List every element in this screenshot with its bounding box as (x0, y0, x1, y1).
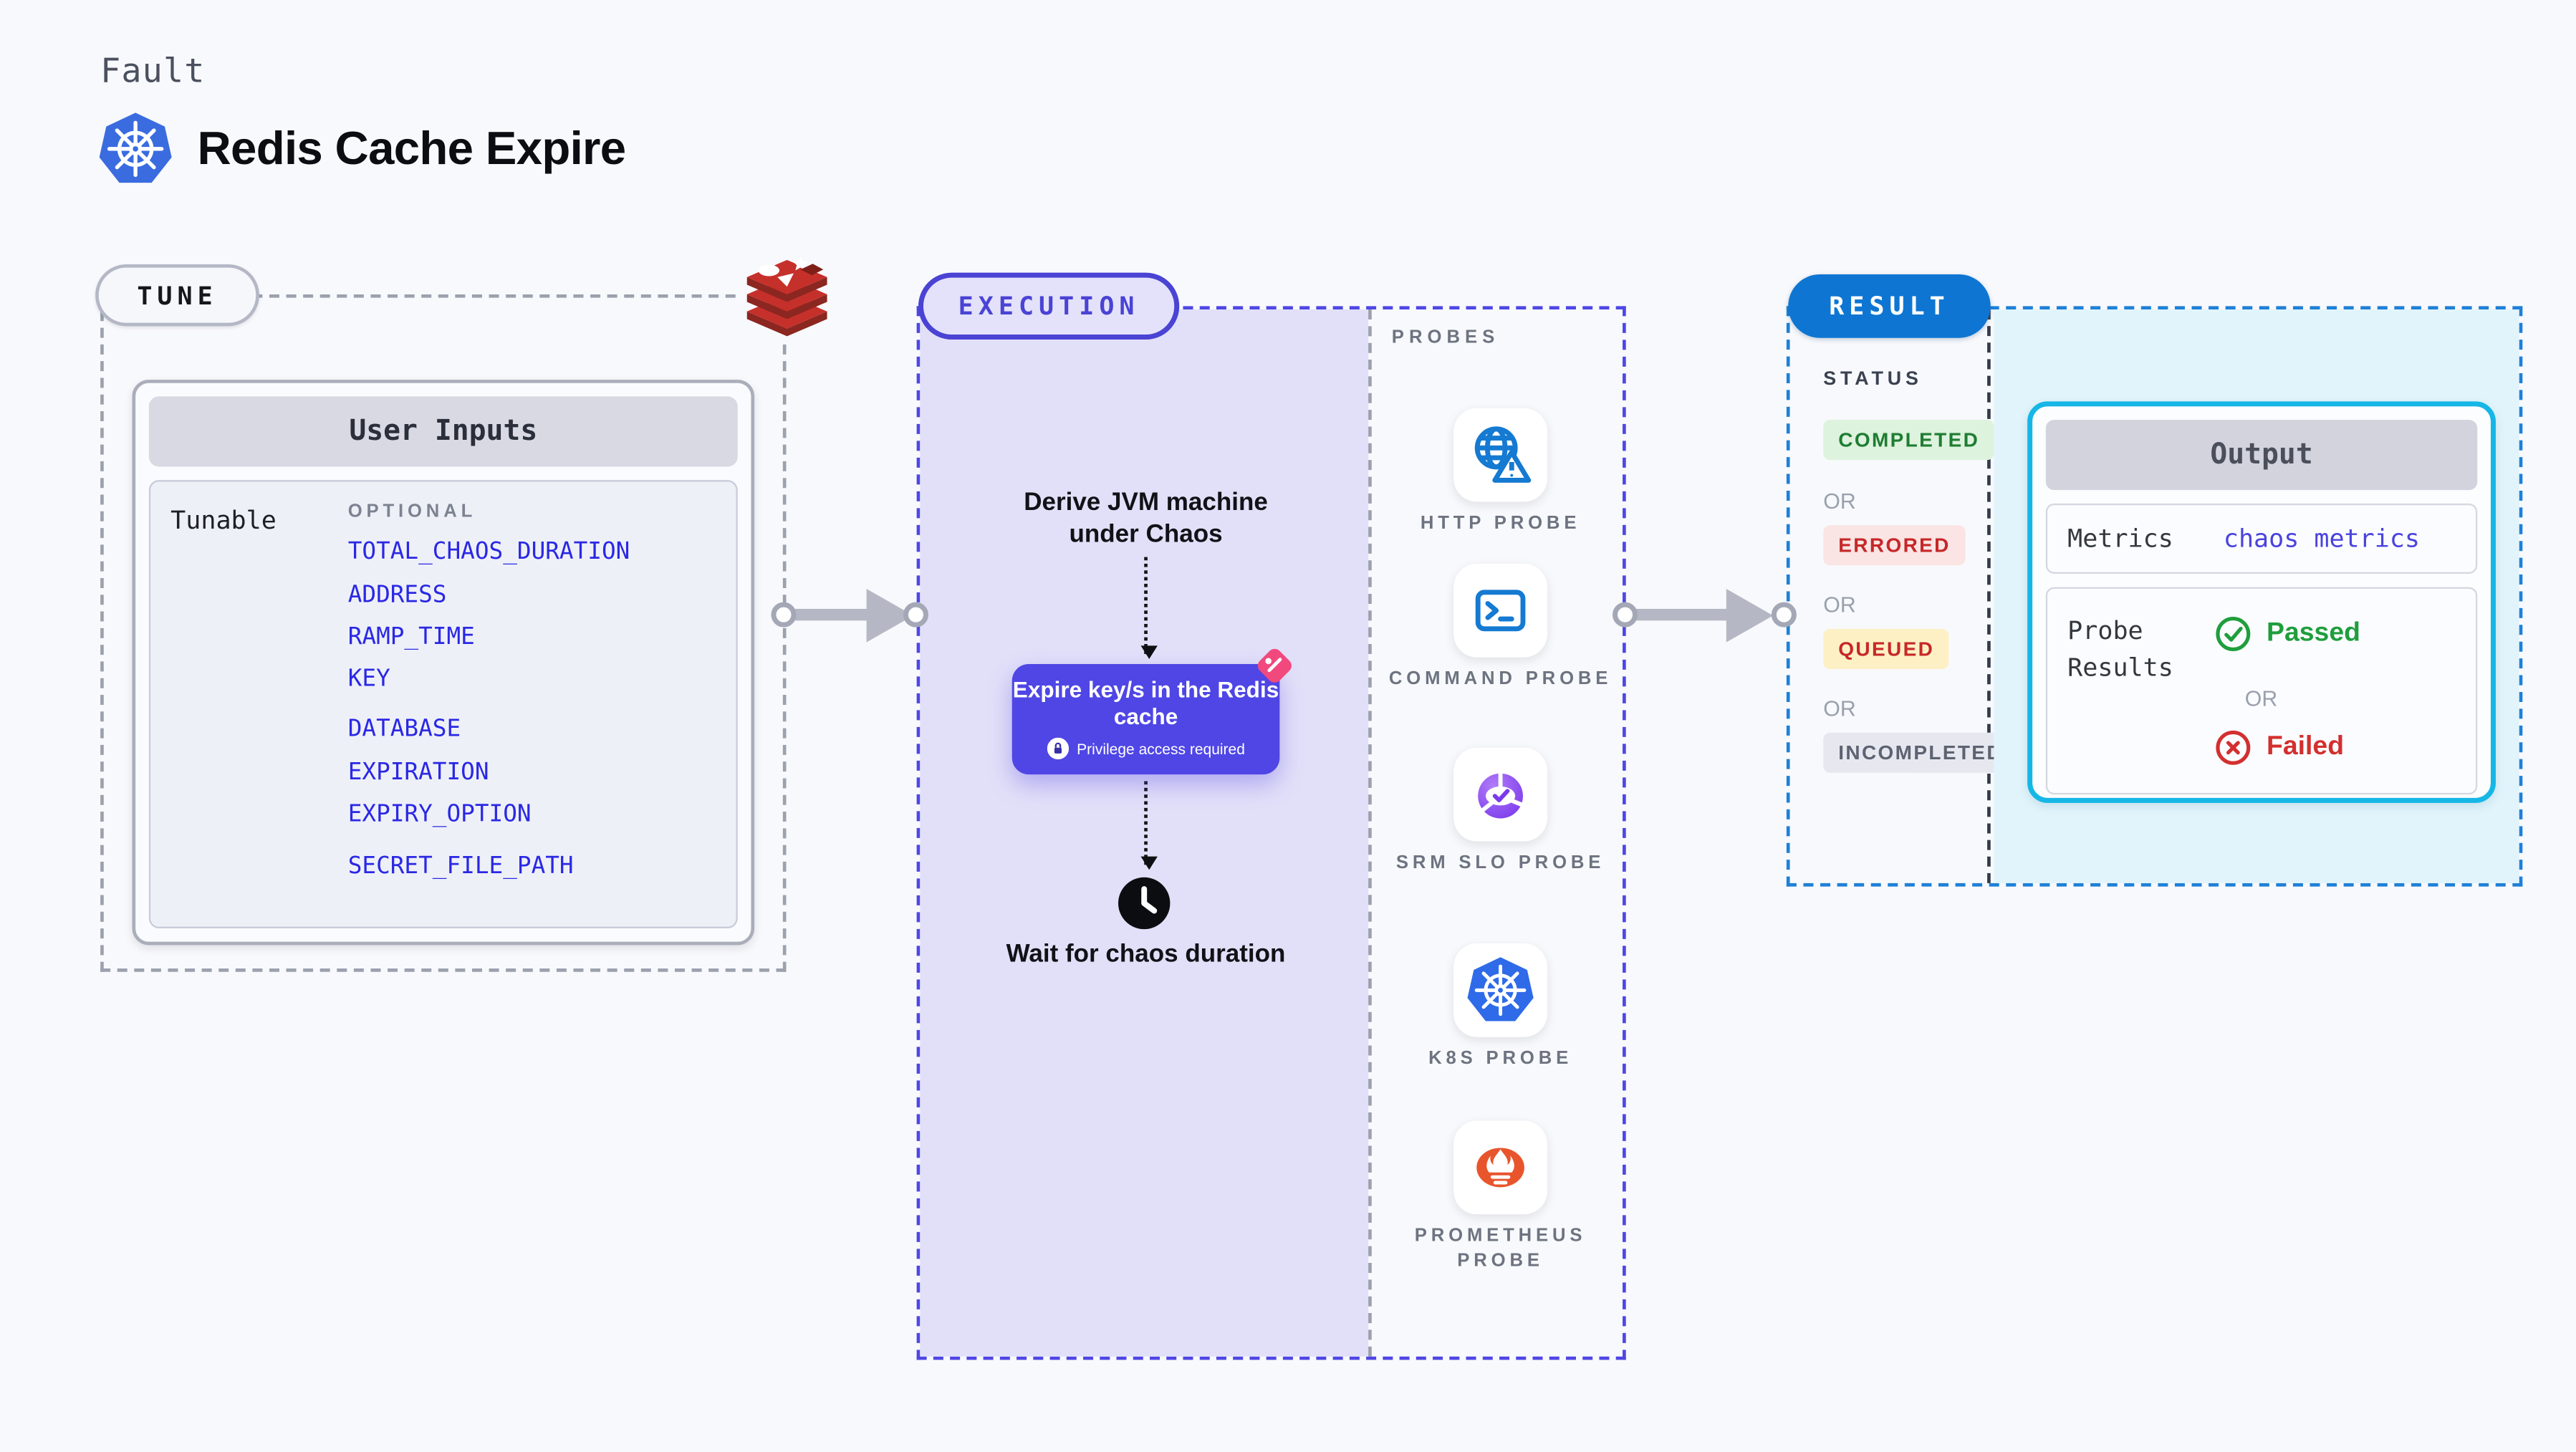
lock-icon (1047, 737, 1069, 760)
connector-dot (1613, 602, 1638, 628)
globe-alert-icon (1474, 426, 1532, 483)
redis-icon (739, 247, 835, 343)
connector-dot (903, 602, 928, 628)
result-badge: RESULT (1788, 274, 1991, 338)
arrow-line (792, 608, 870, 621)
input-expiry-option[interactable]: EXPIRY_OPTION (347, 801, 532, 828)
tune-badge: TUNE (95, 264, 259, 327)
prometheus-probe-label: PROMETHEUS PROBE (1414, 1226, 1587, 1271)
kubernetes-icon (1467, 957, 1534, 1021)
user-inputs-card: User Inputs Tunable OPTIONAL TOTAL_CHAOS… (132, 380, 755, 946)
execution-section-box: Derive JVM machine under Chaos Expire ke… (916, 306, 1626, 1360)
or-label: OR (1823, 696, 1856, 721)
status-badge-errored: ERRORED (1823, 525, 1966, 566)
fault-action-node[interactable]: Expire key/s in the Redis cache Privileg… (1011, 648, 1292, 775)
output-title: Output (2045, 420, 2478, 491)
probe-failed: Failed (2215, 729, 2344, 766)
tunable-panel: Tunable OPTIONAL TOTAL_CHAOS_DURATION AD… (148, 480, 738, 928)
probes-label: PROBES (1391, 327, 1500, 348)
input-database[interactable]: DATABASE (347, 716, 461, 743)
input-expiration[interactable]: EXPIRATION (347, 759, 489, 787)
or-label: OR (1823, 592, 1856, 617)
check-circle-icon (2216, 617, 2251, 651)
flow-connector-down (1140, 557, 1158, 660)
http-probe-label: HTTP PROBE (1420, 513, 1581, 534)
input-address[interactable]: ADDRESS (347, 582, 447, 609)
probes-panel: PROBES HTTP PROBE (1368, 309, 1623, 1357)
failed-label: Failed (2267, 732, 2345, 761)
page-title-row: Redis Cache Expire (97, 110, 627, 187)
srm-slo-probe-card (1453, 747, 1547, 842)
gauge-check-icon (1478, 766, 1523, 819)
derive-step-text: Derive JVM machine under Chaos (1024, 488, 1268, 549)
input-total-chaos-duration[interactable]: TOTAL_CHAOS_DURATION (347, 538, 630, 566)
optional-label: OPTIONAL (347, 501, 477, 522)
metrics-row: Metrics chaos metrics (2045, 503, 2478, 574)
execution-lane (920, 309, 1369, 1357)
x-circle-icon (2216, 730, 2251, 765)
k8s-probe-label: K8S PROBE (1428, 1049, 1573, 1069)
prometheus-probe-card (1453, 1120, 1547, 1215)
tunable-label: Tunable (170, 505, 277, 536)
result-section-box: STATUS COMPLETED OR ERRORED OR QUEUED OR… (1786, 306, 2523, 887)
connector-dot (771, 602, 797, 628)
kubernetes-icon (99, 112, 172, 183)
http-probe-card (1453, 408, 1547, 502)
probe-results-label: Probe Results (2067, 615, 2173, 683)
flow-connector-down (1140, 781, 1158, 870)
execution-badge: EXECUTION (918, 272, 1180, 340)
page-kicker: Fault (100, 50, 206, 91)
terminal-icon (1475, 590, 1526, 632)
fault-action-title: Expire key/s in the Redis cache (1012, 677, 1279, 730)
input-secret-file-path[interactable]: SECRET_FILE_PATH (347, 852, 574, 880)
command-probe-label: COMMAND PROBE (1388, 669, 1613, 690)
arrow-line (1634, 608, 1729, 621)
status-column: STATUS COMPLETED OR ERRORED OR QUEUED OR… (1790, 309, 2018, 883)
connector-dot (1771, 602, 1797, 628)
chaos-experiment-icon (1257, 648, 1292, 683)
metrics-label: Metrics (2067, 523, 2173, 554)
tune-section-box (100, 294, 787, 972)
status-badge-incompleted: INCOMPLETED (1823, 732, 2018, 773)
k8s-probe-card (1453, 943, 1547, 1037)
srm-slo-probe-label: SRM SLO PROBE (1395, 852, 1605, 873)
clock-icon (1118, 877, 1171, 930)
or-label: OR (1823, 488, 1856, 514)
command-probe-card (1453, 563, 1547, 658)
wait-step-text: Wait for chaos duration (1006, 940, 1286, 969)
probe-passed: Passed (2215, 615, 2360, 652)
probe-results-row: Probe Results Passed OR Failed (2045, 587, 2478, 795)
status-label: STATUS (1823, 370, 1923, 390)
passed-label: Passed (2267, 618, 2360, 648)
privilege-note: Privilege access required (1012, 737, 1280, 760)
output-card: Output Metrics chaos metrics Probe Resul… (2027, 401, 2496, 803)
input-ramp-time[interactable]: RAMP_TIME (347, 623, 475, 651)
or-label: OR (2244, 686, 2278, 711)
status-badge-completed: COMPLETED (1823, 420, 1995, 461)
privilege-note-text: Privilege access required (1077, 740, 1245, 757)
output-region: Output Metrics chaos metrics Probe Resul… (1994, 309, 2519, 883)
metrics-value-link[interactable]: chaos metrics (2223, 523, 2421, 554)
prometheus-icon (1476, 1148, 1524, 1188)
input-key[interactable]: KEY (347, 665, 390, 693)
page-title: Redis Cache Expire (197, 122, 627, 174)
user-inputs-title: User Inputs (148, 396, 738, 467)
arrow-head-icon (1726, 588, 1774, 643)
status-badge-queued: QUEUED (1823, 628, 1950, 670)
